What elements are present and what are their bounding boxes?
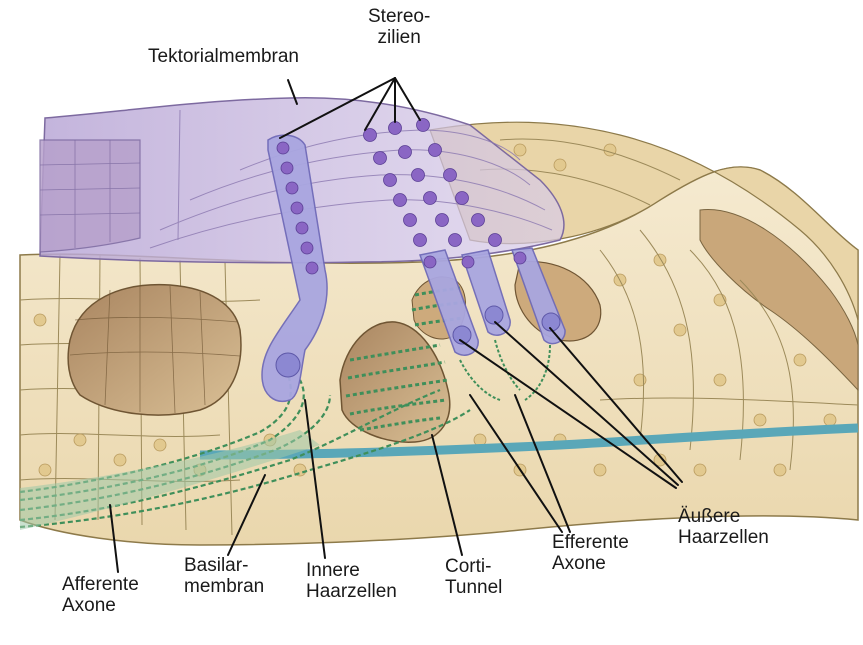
inner-sulcus [68,285,241,415]
label-innere-haarzellen: Innere Haarzellen [306,560,397,602]
label-efferente-axone: Efferente Axone [552,532,629,574]
label-stereozilien: Stereo- zilien [368,6,430,48]
inner-hair-cell-nucleus [276,353,300,377]
label-aeussere-haarzellen: Äußere Haarzellen [678,506,769,548]
label-corti-tunnel: Corti- Tunnel [445,556,502,598]
label-afferente-axone: Afferente Axone [62,574,139,616]
limbus-block [40,140,140,252]
label-tektorialmembran: Tektorialmembran [148,46,299,67]
label-basilarmembran: Basilar- membran [184,555,264,597]
